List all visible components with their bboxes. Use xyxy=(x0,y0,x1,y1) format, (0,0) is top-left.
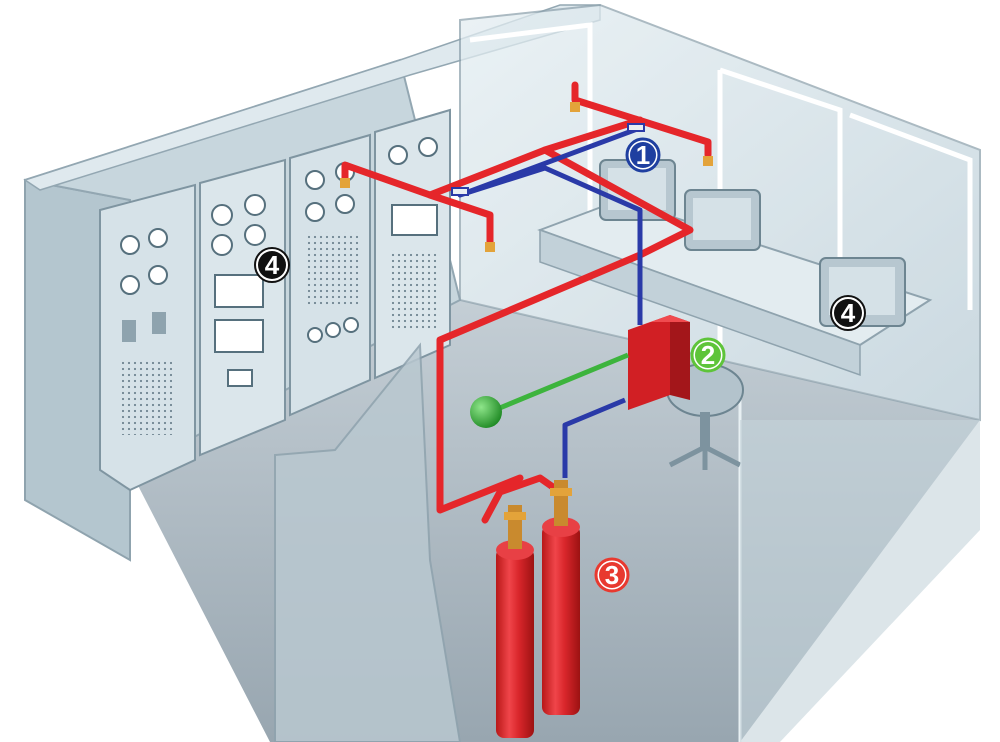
discharge-nozzles xyxy=(340,102,713,252)
gauge-icon xyxy=(211,204,233,226)
marker-1: 1 xyxy=(625,137,661,173)
extinguishing-pipe-network xyxy=(341,81,712,524)
window-frame xyxy=(719,67,843,290)
smoke-detector-icon xyxy=(627,123,645,132)
gauge-icon xyxy=(244,224,266,246)
gauge-icon xyxy=(120,275,140,295)
gas-cylinder-icon xyxy=(496,505,534,738)
knob-icon xyxy=(343,317,359,333)
marker-4a-label: 4 xyxy=(265,250,280,280)
gas-cylinders xyxy=(496,480,580,738)
marker-4-cabinets: 4 xyxy=(254,247,290,283)
knob-icon xyxy=(325,322,341,338)
chart-display xyxy=(391,204,438,236)
front-right-wall xyxy=(740,420,980,742)
gauge-icon xyxy=(335,194,355,214)
chart-display xyxy=(214,319,264,353)
computer-monitor-icon xyxy=(684,189,761,251)
equipment-cabinets xyxy=(99,108,451,492)
knob-icon xyxy=(307,327,323,343)
gauge-icon xyxy=(388,145,408,165)
ceiling-pipe xyxy=(426,191,494,246)
nozzle-icon xyxy=(703,156,713,166)
nozzle-icon xyxy=(340,178,350,188)
gas-cylinder-icon xyxy=(542,480,580,715)
manual-release-button-icon xyxy=(470,396,502,428)
manifold-pipe xyxy=(481,474,564,524)
vent-grille xyxy=(390,250,440,330)
marker-2-label: 2 xyxy=(701,340,715,370)
gauge-icon xyxy=(148,228,168,248)
marker-4b-label: 4 xyxy=(841,298,856,328)
smoke-detector-icon xyxy=(451,187,469,196)
gauge-icon xyxy=(148,265,168,285)
front-cutaway-wall xyxy=(274,342,462,742)
detection-wire xyxy=(457,125,643,325)
chart-display xyxy=(214,274,264,308)
control-wire xyxy=(562,397,626,478)
marker-1-label: 1 xyxy=(636,140,650,170)
riser-pipe xyxy=(436,251,644,514)
switch-icon xyxy=(122,320,136,342)
control-panel xyxy=(628,315,690,410)
manual-release-wire xyxy=(489,352,629,415)
window-frame xyxy=(849,112,973,310)
gauge-icon xyxy=(120,235,140,255)
marker-4-computers: 4 xyxy=(830,295,866,331)
gauge-icon xyxy=(305,170,325,190)
gauge-icon xyxy=(211,234,233,256)
nozzle-icon xyxy=(485,242,495,252)
nozzle-icon xyxy=(570,102,580,112)
switch-icon xyxy=(152,312,166,334)
marker-3: 3 xyxy=(594,557,630,593)
cabinet-1 xyxy=(99,183,196,492)
gauge-icon xyxy=(244,194,266,216)
marker-3-label: 3 xyxy=(605,560,619,590)
gauge-icon xyxy=(305,202,325,222)
vent-grille xyxy=(305,232,360,307)
marker-2: 2 xyxy=(690,337,726,373)
small-panel xyxy=(227,369,253,387)
ceiling-pipe xyxy=(541,146,694,259)
gauge-icon xyxy=(418,137,438,157)
vent-grille xyxy=(122,360,172,435)
